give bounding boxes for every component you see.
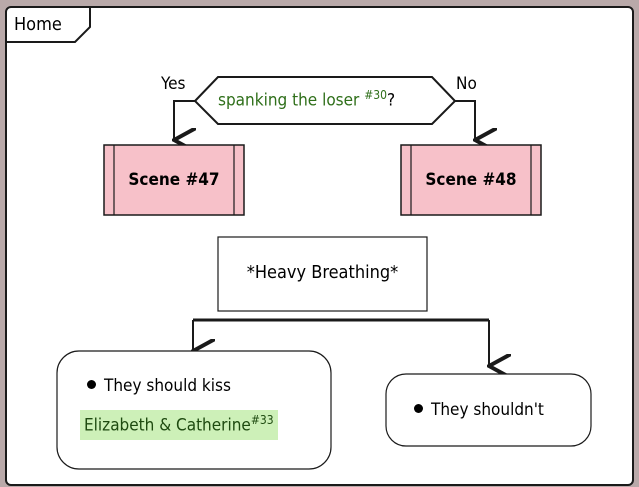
highlight-ref: #33 (250, 413, 274, 427)
condition-text: spanking the loser (218, 90, 360, 111)
scene-48-label: Scene #48 (425, 170, 517, 190)
highlight-text: Elizabeth & Catherine (84, 415, 251, 436)
yes-label: Yes (161, 74, 186, 94)
no-branch-line (455, 100, 475, 140)
bullet-dot (414, 404, 423, 413)
yes-branch-line (174, 100, 195, 140)
action-label: *Heavy Breathing* (246, 262, 399, 283)
right-branch-bullet-text: They shouldn't (431, 400, 544, 420)
frame-title: Home (14, 14, 62, 35)
bullet-dot (87, 380, 96, 389)
no-label: No (456, 74, 477, 94)
left-branch-bullet-text: They should kiss (104, 376, 231, 396)
left-branch-bullet: They should kiss (87, 376, 231, 396)
right-branch-box (385, 373, 592, 447)
highlighted-characters: Elizabeth & Catherine#33 (80, 410, 278, 440)
condition-mark: ? (387, 90, 396, 111)
scene-48-box (400, 144, 542, 216)
decision-condition: spanking the loser #30? (218, 88, 395, 111)
condition-ref: #30 (364, 88, 387, 102)
action-box (217, 236, 428, 312)
scene-47-box (103, 144, 245, 216)
right-branch-bullet: They shouldn't (414, 400, 544, 420)
frame-title-tab (6, 7, 91, 43)
scene-47-label: Scene #47 (128, 170, 220, 190)
